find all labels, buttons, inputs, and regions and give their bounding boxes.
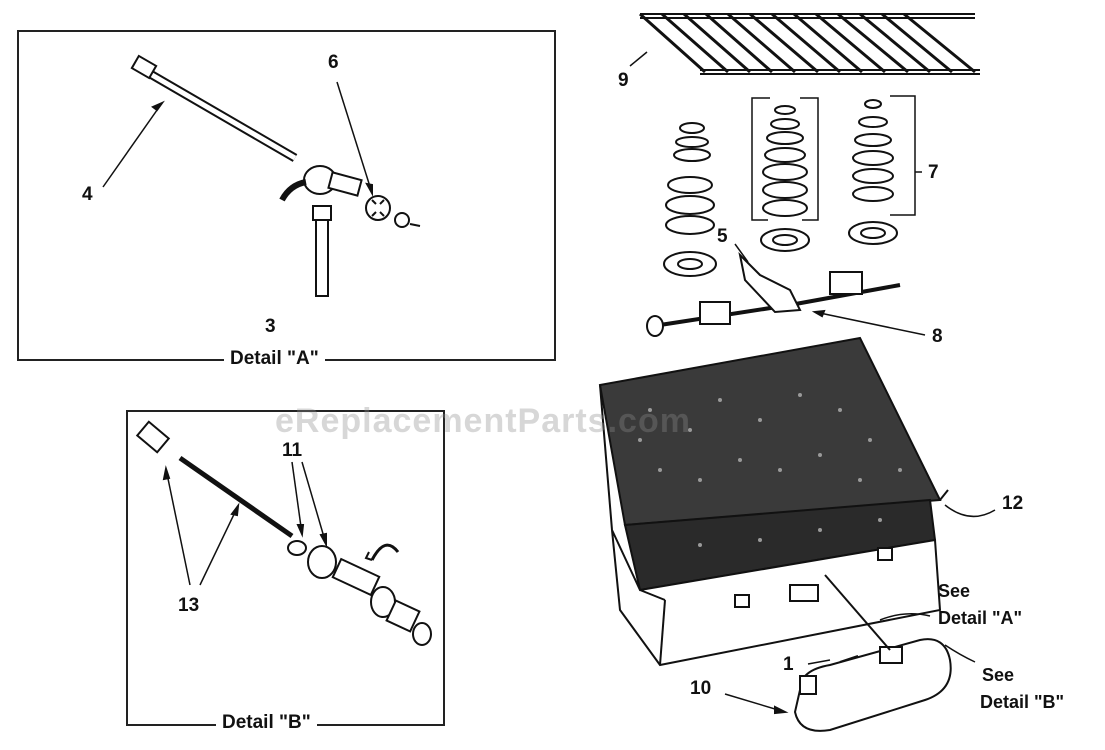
detail-a-frame: [17, 30, 556, 361]
callout-7: 7: [928, 162, 939, 183]
callout-12: 12: [1002, 493, 1024, 514]
callout-5: 5: [717, 226, 728, 247]
stove-case-drawing: [598, 336, 996, 667]
callout-6: 6: [328, 52, 339, 73]
detail-b-pump-drawing: [135, 420, 432, 646]
burner-assemblies-drawing: [663, 95, 922, 277]
callout-3: 3: [265, 316, 276, 337]
callout-9: 9: [618, 70, 629, 91]
callout-13: 13: [178, 595, 200, 616]
watermark: eReplacementParts.com: [275, 402, 691, 440]
detail-b-title: Detail "B": [216, 712, 317, 734]
callout-11: 11: [282, 440, 303, 461]
see-detail-a-line2: Detail "A": [938, 608, 1023, 628]
fuel-tank-drawing: [724, 574, 976, 732]
callout-1: 1: [783, 654, 794, 675]
detail-a-title: Detail "A": [224, 348, 325, 370]
see-detail-b-reference: See Detail "B": [980, 662, 1064, 716]
see-detail-b-line2: Detail "B": [980, 692, 1065, 712]
see-detail-a-line1: See: [938, 581, 971, 601]
fuel-manifold-drawing: [646, 243, 926, 337]
callout-4: 4: [82, 184, 93, 205]
callout-8: 8: [932, 326, 943, 347]
cooking-grate-drawing: [629, 12, 980, 75]
see-detail-a-reference: See Detail "A": [938, 578, 1022, 632]
detail-a-generator-drawing: [102, 54, 421, 297]
callout-10: 10: [690, 678, 712, 699]
see-detail-b-line1: See: [982, 665, 1015, 685]
